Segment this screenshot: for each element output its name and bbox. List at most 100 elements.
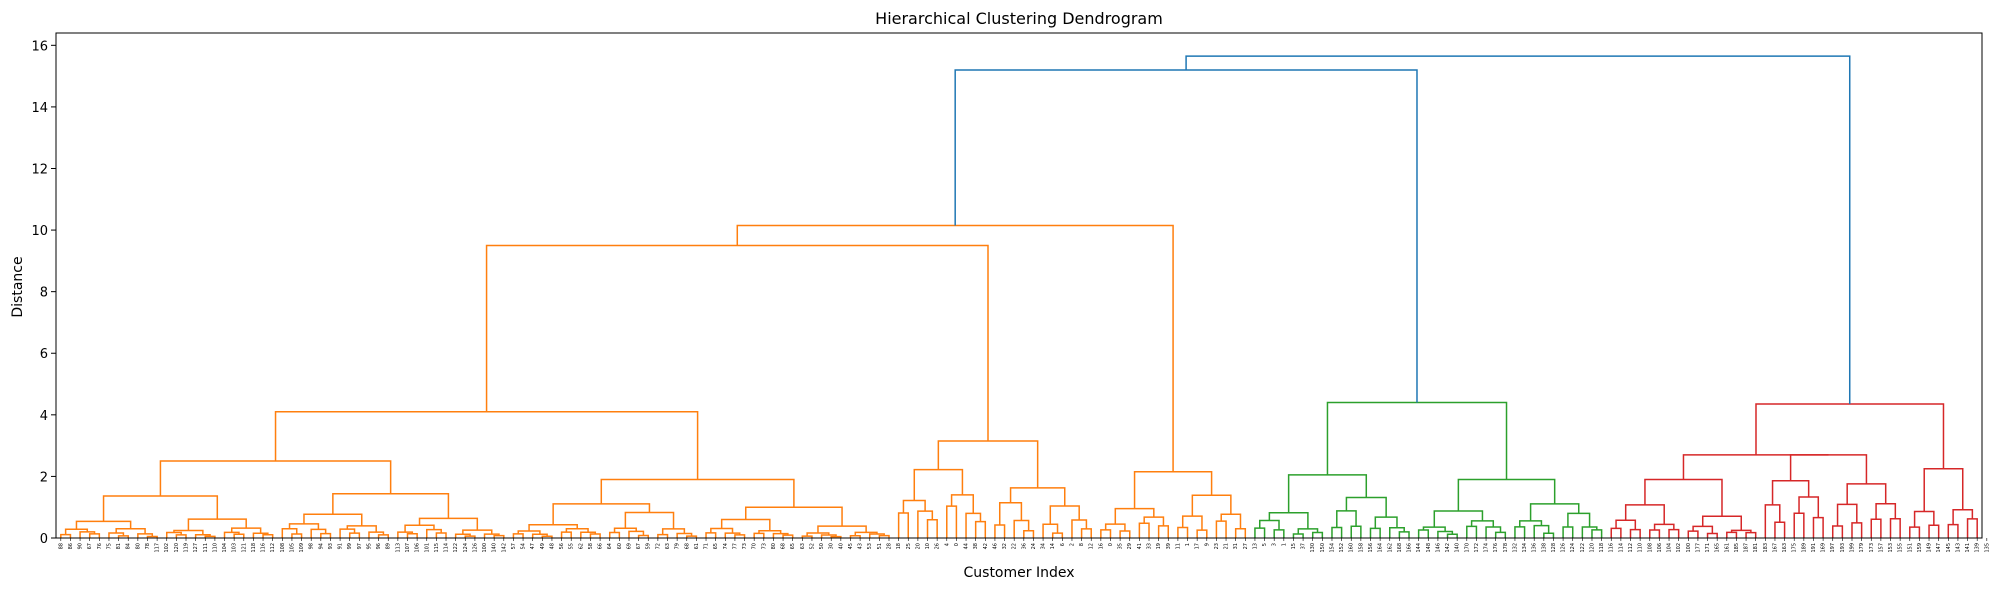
x-tick-label: 111: [203, 543, 209, 553]
y-tick-label: 4: [40, 409, 48, 424]
red-cluster-link: [1644, 478, 1723, 517]
x-tick-label: 59: [646, 543, 652, 549]
green-cluster-link: [1389, 527, 1405, 538]
orange-cluster-link: [320, 532, 332, 538]
orange-cluster-link: [1100, 529, 1112, 538]
y-axis-label: Distance: [10, 256, 26, 317]
orange-cluster-link: [950, 494, 975, 514]
x-tick-label: 120: [174, 543, 180, 553]
x-tick-label: 77: [732, 543, 738, 549]
x-tick-label: 161: [1724, 543, 1730, 553]
x-tick-label: 42: [983, 543, 989, 549]
orange-cluster-link: [998, 502, 1023, 525]
x-tick-label: 116: [261, 543, 267, 553]
x-tick-label: 177: [1695, 543, 1701, 553]
x-tick-label: 8: [1079, 543, 1085, 546]
x-tick-label: 100: [482, 543, 488, 553]
y-tick-label: 0: [40, 532, 48, 547]
orange-cluster-link: [1215, 520, 1227, 538]
x-tick-label: 108: [1647, 543, 1653, 553]
orange-cluster-link: [117, 535, 129, 538]
orange-cluster-link: [758, 529, 782, 534]
orange-cluster-link: [1191, 494, 1232, 517]
x-tick-label: 187: [1744, 543, 1750, 553]
x-tick-label: 80: [771, 543, 777, 549]
orange-cluster-link: [974, 520, 987, 538]
green-cluster-link: [1297, 528, 1319, 534]
orange-cluster-link: [165, 531, 182, 538]
x-tick-label: 147: [1936, 543, 1942, 553]
green-cluster-link: [1345, 496, 1387, 518]
x-tick-label: 1: [1281, 543, 1287, 546]
x-tick-label: 93: [328, 543, 334, 549]
orange-cluster-link: [75, 520, 132, 530]
x-tick-label: 78: [145, 543, 151, 549]
orange-cluster-link: [628, 530, 645, 538]
x-tick-label: 141: [1965, 543, 1971, 553]
x-tick-label: 19: [1156, 543, 1162, 549]
red-cluster-link: [1668, 528, 1680, 538]
x-tick-label: 26: [935, 543, 941, 549]
orange-cluster-link: [734, 534, 746, 538]
orange-cluster-link: [801, 535, 813, 538]
orange-cluster-link: [965, 512, 982, 538]
orange-cluster-link: [1051, 532, 1064, 538]
orange-cluster-link: [849, 535, 861, 538]
blue-link-top-left: [954, 69, 1418, 403]
orange-cluster-link: [926, 518, 938, 538]
red-cluster-link: [1682, 454, 1829, 480]
x-tick-label: 138: [1541, 543, 1547, 553]
x-tick-label: 104: [222, 543, 228, 553]
orange-cluster-link: [820, 534, 837, 538]
orange-cluster-link: [303, 513, 363, 526]
x-tick-label: 11: [1175, 543, 1181, 549]
orange-cluster-link: [230, 527, 262, 534]
orange-cluster-link: [1234, 527, 1247, 538]
red-cluster-link: [1615, 519, 1637, 530]
orange-cluster-link: [720, 518, 771, 531]
x-tick-label: 105: [289, 543, 295, 553]
green-cluster-link: [1336, 510, 1357, 528]
orange-cluster-link: [348, 532, 361, 538]
green-cluster-link: [1533, 524, 1550, 538]
green-cluster-link: [1287, 474, 1368, 513]
x-tick-label: 16: [1098, 543, 1104, 549]
x-tick-label: 109: [299, 543, 305, 553]
red-cluster-link: [1610, 527, 1622, 538]
red-cluster-link: [1851, 522, 1863, 538]
orange-cluster-link: [994, 524, 1006, 538]
x-tick-label: 81: [116, 543, 122, 549]
x-tick-label: 98: [309, 543, 315, 549]
red-cluster-link: [1745, 531, 1757, 538]
orange-cluster-link: [464, 535, 476, 538]
x-tick-label: 88: [58, 543, 64, 549]
orange-cluster-link: [346, 525, 377, 533]
x-tick-label: 79: [675, 543, 681, 549]
green-cluster-link: [1519, 520, 1543, 527]
x-tick-label: 112: [1628, 543, 1634, 553]
x-tick-label: 126: [472, 543, 478, 553]
red-cluster-link: [1793, 512, 1805, 538]
orange-cluster-link: [462, 529, 493, 535]
x-tick-label: 100: [1686, 543, 1692, 553]
x-tick-label: 84: [126, 543, 132, 549]
orange-cluster-link: [1114, 507, 1155, 525]
x-tick-label: 158: [1358, 543, 1364, 553]
x-tick-label: 139: [1975, 543, 1981, 553]
x-tick-label: 199: [1849, 543, 1855, 553]
orange-cluster-link: [137, 533, 154, 538]
y-tick-label: 16: [31, 39, 48, 54]
x-tick-label: 142: [501, 543, 507, 553]
orange-cluster-link: [661, 528, 686, 535]
y-tick-label: 14: [31, 101, 48, 116]
y-tick-label: 6: [40, 347, 48, 362]
x-tick-label: 103: [232, 543, 238, 553]
y-tick-label: 8: [40, 286, 48, 301]
orange-cluster-link: [657, 533, 669, 538]
x-tick-label: 57: [511, 543, 517, 549]
green-cluster-link: [1273, 529, 1285, 538]
x-tick-label: 121: [241, 543, 247, 553]
x-tick-label: 17: [1195, 543, 1201, 549]
green-cluster-link: [1259, 519, 1280, 530]
